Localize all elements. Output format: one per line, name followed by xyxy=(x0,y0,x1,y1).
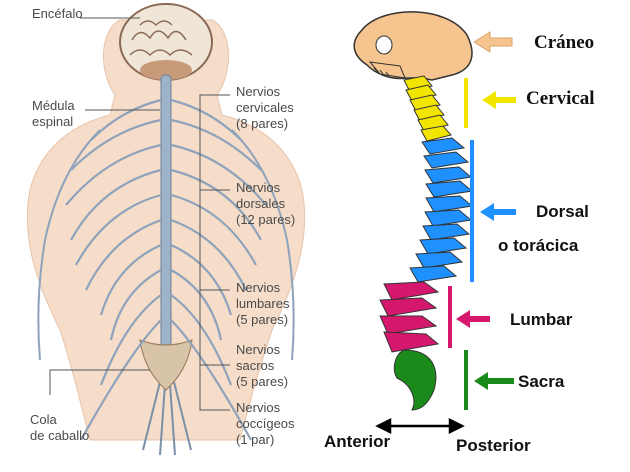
spinal-cord xyxy=(160,74,172,376)
sacra-bone xyxy=(393,349,437,411)
lumbar-arrow xyxy=(456,310,490,328)
leader-lines xyxy=(49,17,230,411)
label-sacros-line3: (5 pares) xyxy=(236,374,289,389)
label-medula-line2: espinal xyxy=(32,114,74,129)
label-coccigeos-line3: (1 par) xyxy=(236,432,275,447)
label-sacra: Sacra xyxy=(518,372,565,391)
cervical-arrow xyxy=(482,91,516,109)
brain-folds xyxy=(129,20,193,57)
label-cola-line1: Cola xyxy=(30,412,57,427)
label-dorsal: Dorsal xyxy=(536,202,589,221)
skull-shape xyxy=(353,11,473,81)
anterior-posterior-arrow xyxy=(375,417,465,435)
label-anterior: Anterior xyxy=(324,432,391,451)
label-lumbar: Lumbar xyxy=(510,310,573,329)
label-lumbares-line2: lumbares xyxy=(236,296,290,311)
label-cervical: Cervical xyxy=(526,88,595,109)
label-dorsales-line1: Nervios xyxy=(236,180,281,195)
label-craneo: Cráneo xyxy=(534,32,595,53)
lumbar-vertebrae xyxy=(379,281,440,353)
sacrum-shape xyxy=(139,339,193,391)
spine-drawing xyxy=(353,11,516,435)
label-cola-line2: de caballo xyxy=(30,428,90,443)
nervous-system-illustration: Encéfalo Médula espinal Nervios cervical… xyxy=(26,3,306,456)
spine-lateral-diagram: Cráneo Cervical Dorsal o torácica Lumbar… xyxy=(322,0,630,472)
label-coccigeos-line1: Nervios xyxy=(236,400,281,415)
label-toracica: o torácica xyxy=(498,236,579,255)
label-dorsales-line2: dorsales xyxy=(236,196,286,211)
sacra-arrow xyxy=(474,372,514,390)
arm-nerves xyxy=(37,129,295,361)
craneo-arrow xyxy=(473,31,513,53)
label-sacros-line2: sacros xyxy=(236,358,275,373)
label-cervicales-line1: Nervios xyxy=(236,84,281,99)
label-posterior: Posterior xyxy=(456,436,531,455)
cervical-vertebrae xyxy=(403,75,452,142)
label-coccigeos-line2: coccígeos xyxy=(236,416,295,431)
nervous-system-drawing xyxy=(26,3,306,456)
label-lumbares-line1: Nervios xyxy=(236,280,281,295)
skull-eye-socket xyxy=(375,35,393,55)
cauda-equina xyxy=(142,369,192,456)
label-sacros-line1: Nervios xyxy=(236,342,281,357)
label-medula-line1: Médula xyxy=(32,98,75,113)
label-lumbares-line3: (5 pares) xyxy=(236,312,289,327)
cerebellum xyxy=(140,60,192,80)
label-cervicales-line3: (8 pares) xyxy=(236,116,289,131)
dorsal-vertebrae xyxy=(409,137,474,283)
dorsal-arrow xyxy=(480,203,516,221)
label-encefalo: Encéfalo xyxy=(32,6,83,21)
label-dorsales-line3: (12 pares) xyxy=(236,212,296,227)
skull-teeth xyxy=(373,67,390,77)
label-cervicales-line2: cervicales xyxy=(236,100,294,115)
